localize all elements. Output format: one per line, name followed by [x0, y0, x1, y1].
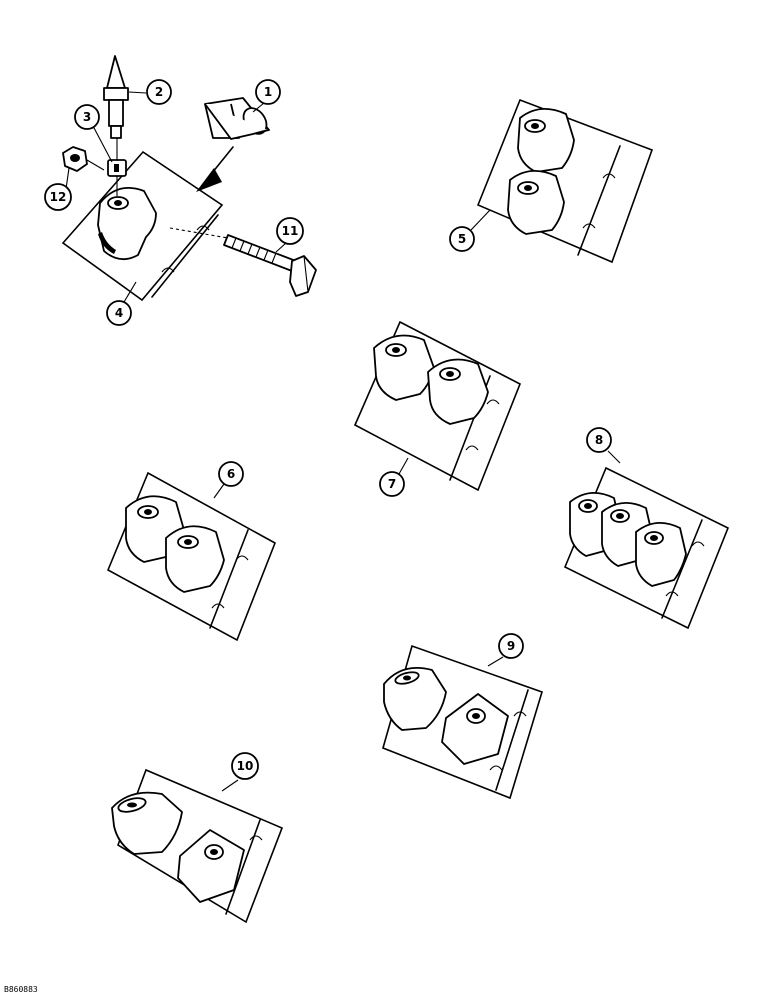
sleeve-part [204, 97, 270, 140]
svg-text:4: 4 [115, 306, 123, 320]
callout-3: 3 [74, 104, 100, 130]
retainer-clip [107, 159, 127, 196]
callout-1: 1 [255, 79, 281, 105]
svg-text:2: 2 [155, 85, 163, 99]
svg-text:8: 8 [595, 433, 603, 447]
callout-4: 4 [106, 300, 132, 326]
callout-2: 2 [146, 79, 172, 105]
callout-11: 11 [276, 217, 304, 245]
callout-7: 7 [379, 471, 405, 497]
assembly-8 [563, 466, 730, 630]
bolt-part [169, 227, 317, 297]
svg-text:11: 11 [282, 224, 299, 238]
assembly-6 [106, 471, 277, 642]
assembly-7 [353, 320, 522, 492]
svg-text:3: 3 [83, 110, 91, 124]
tooth-holder [507, 170, 565, 235]
callout-6: 6 [218, 461, 244, 487]
callout-12: 12 [44, 183, 72, 211]
callout-9: 9 [498, 633, 524, 659]
callout-leaders [65, 91, 621, 792]
assembly-5 [476, 98, 654, 264]
svg-text:9: 9 [507, 639, 515, 653]
svg-text:5: 5 [458, 232, 466, 246]
assembly-10 [111, 768, 284, 924]
tooth-holder [517, 108, 575, 173]
svg-text:6: 6 [227, 467, 235, 481]
callout-8: 8 [586, 427, 612, 453]
tooth-holder [441, 693, 509, 765]
svg-text:12: 12 [50, 190, 67, 204]
drawing-code: B860883 [4, 985, 38, 994]
callout-10: 10 [231, 752, 259, 780]
tooth-part [103, 55, 129, 160]
nut-part [62, 146, 105, 172]
assembly-4 [61, 55, 317, 302]
assembly-9 [382, 644, 543, 800]
svg-text:10: 10 [237, 759, 254, 773]
tooth-holder [177, 829, 245, 903]
svg-text:7: 7 [388, 477, 396, 491]
svg-text:1: 1 [264, 85, 272, 99]
insertion-arrow [196, 146, 234, 192]
callout-5: 5 [449, 226, 475, 252]
